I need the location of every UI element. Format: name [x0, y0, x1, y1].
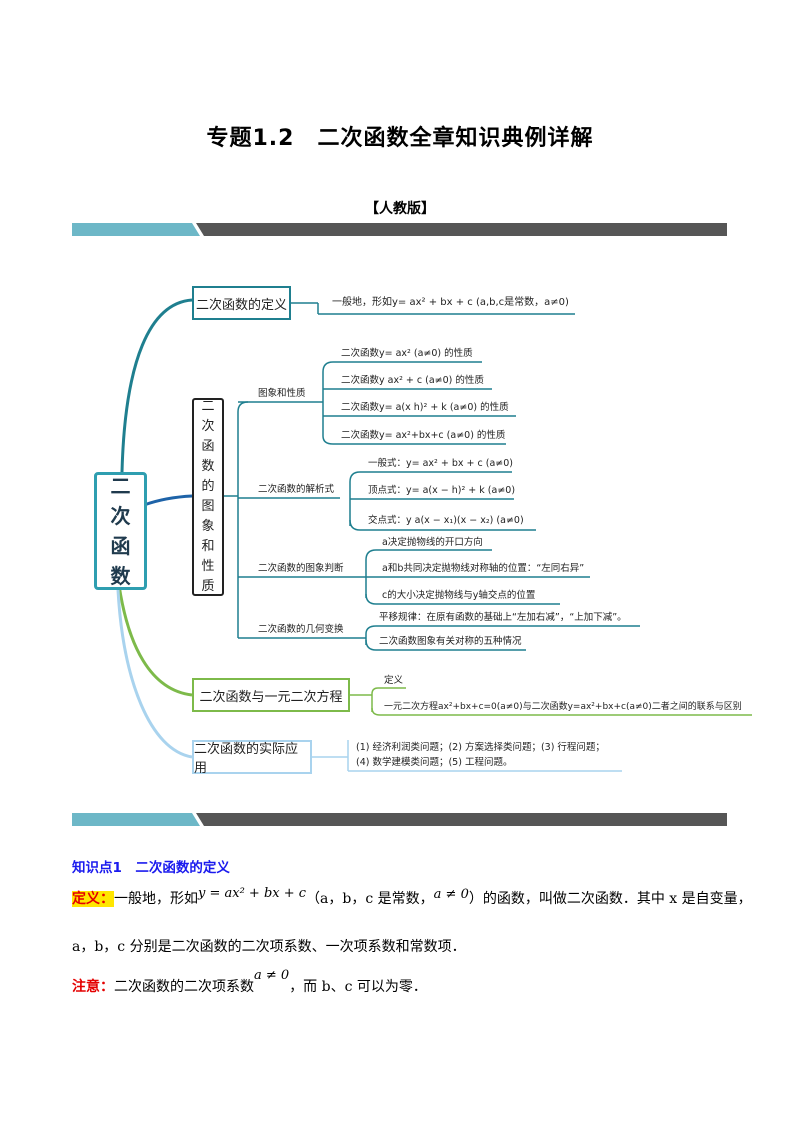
note-tag: 注意：: [72, 979, 114, 995]
definition-formula: y = ax² + bx + c: [198, 886, 307, 901]
note-text-a: 二次函数的二次项系数: [114, 979, 254, 995]
leaf-intercept-form: 交点式：y a(x − x₁)(x − x₂) (a≠0): [368, 515, 524, 526]
note-text-b: ，而 b、c 可以为零．: [289, 979, 427, 995]
leaf-c-intercept: c的大小决定抛物线与y轴交点的位置: [382, 590, 536, 601]
definition-formula-node: 一般地，形如y= ax² + bx + c (a,b,c是常数，a≠0): [332, 297, 569, 308]
leaf-application-line-1: (1) 经济利润类问题；(2) 方案选择类问题；(3) 行程问题；: [356, 742, 605, 753]
root-char-1: 二: [110, 474, 131, 498]
branch-application: 二次函数的实际应用: [192, 740, 312, 776]
edition-label: 【人教版】: [365, 201, 435, 217]
branch-equation: 二次函数与一元二次方程: [192, 678, 350, 712]
leaf-application-line-2: (4) 数学建模类问题；(5) 工程问题。: [356, 757, 513, 768]
branch-definition: 二次函数的定义: [192, 286, 291, 320]
group-graph-props: 图象和性质: [258, 388, 306, 399]
leaf-property-3: 二次函数y= a(x h)² + k (a≠0) 的性质: [341, 402, 509, 413]
leaf-a-opening: a决定抛物线的开口方向: [382, 537, 483, 548]
leaf-property-1: 二次函数y= ax² (a≠0) 的性质: [341, 348, 473, 359]
mind-map: 二 次 函 数 二次函数的定义 二次函数的图象和性质 二次函数与一元二次方程 二…: [94, 286, 752, 776]
leaf-general-form: 一般式：y= ax² + bx + c (a≠0): [368, 458, 513, 469]
definition-paragraph: 定义：一般地，形如y = ax² + bx + c（a，b，c 是常数，a ≠ …: [72, 886, 752, 911]
leaf-symmetry-cases: 二次函数图象有关对称的五种情况: [379, 636, 522, 647]
mindmap-root: 二 次 函 数: [94, 472, 147, 590]
definition-text-c: ）的函数，叫做二次函数．其中 x 是自变量，: [468, 891, 752, 907]
group-graph-judgement: 二次函数的图象判断: [258, 563, 344, 574]
definition-tag: 定义：: [72, 891, 114, 907]
section-title: 知识点1 二次函数的定义: [72, 860, 230, 876]
top-divider-band: [72, 223, 727, 236]
leaf-property-4: 二次函数y= ax²+bx+c (a≠0) 的性质: [341, 430, 506, 441]
definition-text-b: （a，b，c 是常数，: [306, 891, 434, 907]
note-paragraph: 注意：二次函数的二次项系数a ≠ 0，而 b、c 可以为零．: [72, 968, 427, 999]
root-char-2: 次: [110, 504, 131, 528]
root-char-4: 数: [110, 564, 131, 588]
leaf-equation-relation: 一元二次方程ax²+bx+c=0(a≠0)与二次函数y=ax²+bx+c(a≠0…: [384, 702, 742, 712]
leaf-equation-definition: 定义: [384, 675, 404, 686]
root-char-3: 函: [110, 534, 131, 558]
mind-map-connectors: [116, 298, 752, 772]
leaf-vertex-form: 顶点式：y= a(x − h)² + k (a≠0): [368, 485, 516, 496]
definition-text-a: 一般地，形如: [114, 891, 198, 907]
definition-paragraph-2: a，b，c 分别是二次函数的二次项系数、一次项系数和常数项．: [72, 939, 466, 955]
leaf-ab-axis: a和b共同决定抛物线对称轴的位置：“左同右异”: [382, 563, 585, 574]
bottom-divider-band: [72, 813, 727, 826]
branch-graph-properties: 二次函数的图象和性质: [192, 398, 224, 596]
group-transformations: 二次函数的几何变换: [258, 624, 344, 635]
note-condition: a ≠ 0: [254, 968, 290, 983]
leaf-property-2: 二次函数y ax² + c (a≠0) 的性质: [341, 375, 484, 386]
group-expressions: 二次函数的解析式: [258, 484, 335, 495]
leaf-translation-rule: 平移规律：在原有函数的基础上“左加右减”，“上加下减”。: [379, 612, 627, 623]
definition-condition: a ≠ 0: [433, 887, 469, 902]
page-title: 专题1.2 二次函数全章知识典例详解: [206, 126, 594, 151]
